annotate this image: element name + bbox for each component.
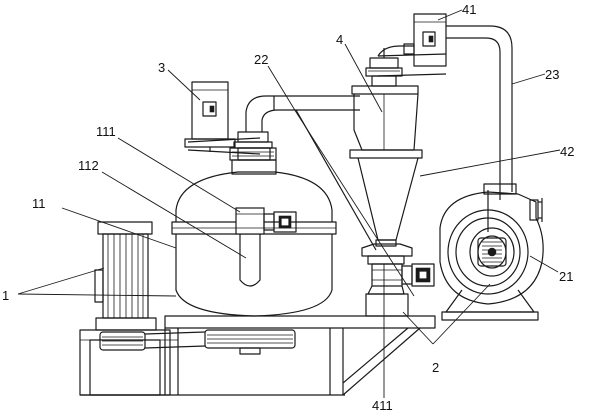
upper-right-motor <box>403 13 447 67</box>
bottom-belt-drive <box>99 329 296 355</box>
return-pipe <box>446 25 517 232</box>
tank-valve-motor <box>263 211 297 233</box>
cyclone-belt-drive <box>365 45 447 87</box>
label-42: 42 <box>560 144 574 159</box>
label-4: 4 <box>336 32 343 47</box>
label-22: 22 <box>254 52 268 67</box>
label-21: 21 <box>559 269 573 284</box>
label-3: 3 <box>158 60 165 75</box>
label-23: 23 <box>545 67 559 82</box>
fan-stand <box>441 289 539 321</box>
part-labels: 1 2 3 4 11 111 112 21 22 23 41 42 411 <box>2 2 574 411</box>
inner-cylinder <box>235 207 265 287</box>
label-2: 2 <box>432 360 439 375</box>
cyclone-separator <box>349 85 423 257</box>
left-belt-drive <box>187 131 277 161</box>
label-1: 1 <box>2 288 9 303</box>
leader-lines <box>17 9 561 398</box>
base-frame <box>79 315 436 396</box>
upper-left-motor <box>184 81 236 152</box>
label-111: 111 <box>96 124 116 139</box>
centrifugal-fan <box>439 191 544 305</box>
main-motor <box>94 221 157 331</box>
label-112: 112 <box>78 158 99 173</box>
connecting-duct <box>245 95 377 251</box>
label-41: 41 <box>462 2 476 17</box>
label-411: 411 <box>372 398 393 411</box>
label-11: 11 <box>32 196 46 211</box>
discharge-valve <box>365 255 435 317</box>
